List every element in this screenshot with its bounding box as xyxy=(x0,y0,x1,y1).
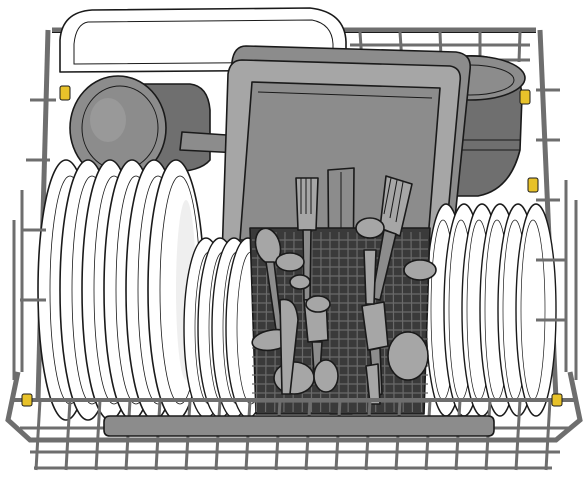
clip-left-upper xyxy=(59,85,71,101)
clip-front-right xyxy=(551,393,563,407)
knife-1 xyxy=(279,249,381,405)
side-plates-right xyxy=(425,203,557,417)
rack-front-frame xyxy=(5,88,583,471)
spoon-2 xyxy=(355,217,437,281)
clip-right-upper xyxy=(519,89,531,105)
clip-right-mid xyxy=(527,177,539,193)
clip-front-left xyxy=(21,393,33,407)
dinner-plates-left xyxy=(37,159,205,421)
spoon-3 xyxy=(275,252,331,313)
rack-side-tines xyxy=(12,88,578,380)
cutlery-set xyxy=(251,175,437,405)
height-adjust-clips xyxy=(21,85,563,407)
fork-2 xyxy=(371,175,413,301)
side-plate-6 xyxy=(515,203,557,417)
rack-front-handle xyxy=(103,415,495,437)
